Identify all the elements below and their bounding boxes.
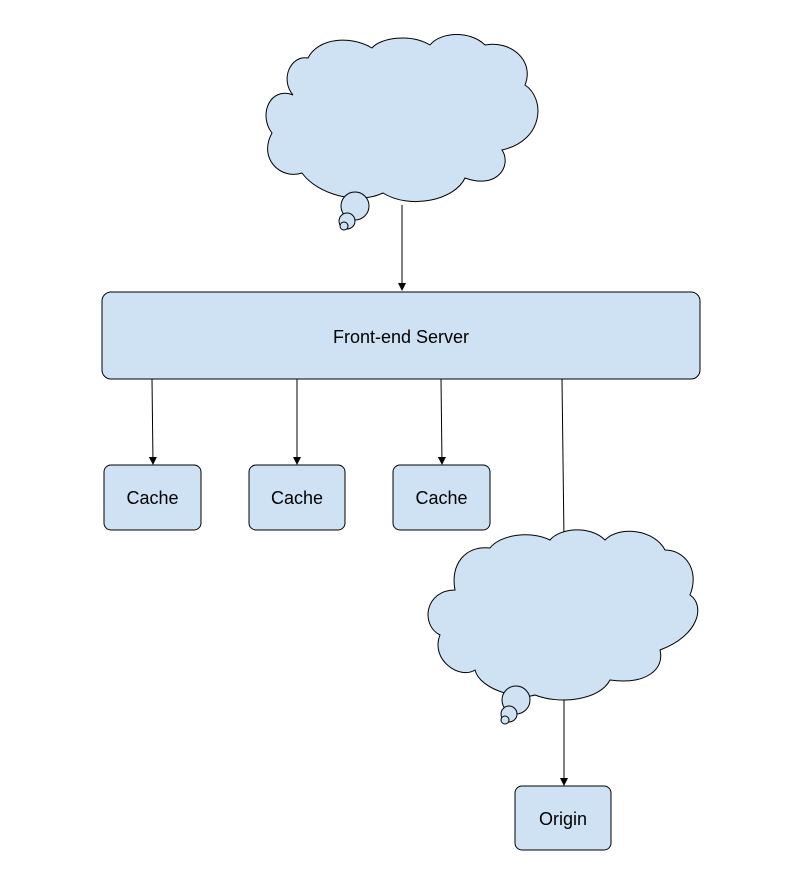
frontend-server-box <box>101 291 701 380</box>
frontend-server-label: Front-end Server <box>333 327 469 347</box>
cloud-bottom <box>427 529 699 725</box>
edge-frontend-to-cloud-bottom <box>559 378 568 541</box>
origin-node: Origin <box>514 785 612 851</box>
cache-box-3 <box>392 464 491 531</box>
cache-label-2: Cache <box>271 488 323 508</box>
cloud-top-bubble-small <box>339 221 349 231</box>
frontend-server-node: Front-end Server <box>101 291 701 380</box>
cache-node-3: Cache <box>392 464 491 531</box>
origin-label: Origin <box>539 809 587 829</box>
cache-node-2: Cache <box>248 464 346 531</box>
cloud-top-shape <box>265 34 539 203</box>
edge-frontend-to-cache-3 <box>437 378 446 465</box>
cloud-top <box>265 34 539 231</box>
cloud-bottom-shape <box>427 529 699 701</box>
origin-box <box>514 785 612 851</box>
cache-label-1: Cache <box>126 488 178 508</box>
cache-label-3: Cache <box>415 488 467 508</box>
cache-node-1: Cache <box>103 464 202 531</box>
cache-box-2 <box>248 464 346 531</box>
cloud-bottom-bubble-small <box>500 715 510 725</box>
cache-box-1 <box>103 464 202 531</box>
edge-frontend-to-cache-1 <box>148 378 157 465</box>
